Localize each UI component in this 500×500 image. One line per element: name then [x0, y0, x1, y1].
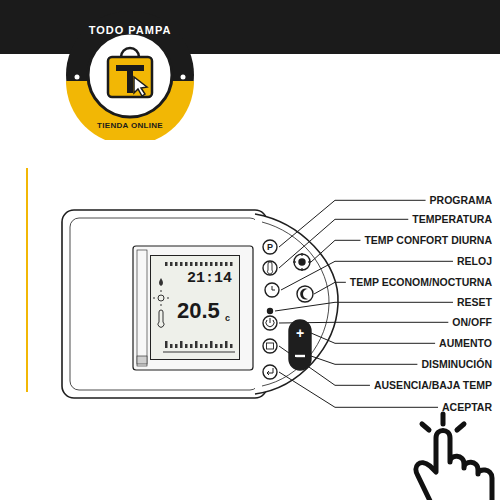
clock-readout: 21:14: [187, 271, 232, 286]
hand-cursor: [416, 414, 492, 500]
callout-label: TEMP ECONOM/NOCTURNA: [350, 276, 492, 289]
callout-label: AUSENCIA/BAJA TEMP: [374, 379, 492, 392]
button-symbol: +: [285, 325, 315, 342]
button-symbol: P: [255, 242, 285, 253]
callout-label: RESET: [457, 296, 492, 309]
thermostat-housing: [62, 210, 338, 398]
temperature-unit: c: [225, 314, 230, 323]
leader-line: [275, 302, 453, 311]
callout-label: TEMP CONFORT DIURNA: [364, 234, 492, 247]
leader-line: [279, 346, 370, 385]
lcd-screen: 21:14 20.5 c: [150, 255, 240, 360]
brand-name: TODO PAMPA: [89, 24, 172, 36]
leader-line: [311, 240, 360, 262]
callout-label: AUMENTO: [439, 337, 492, 350]
leader-line: [311, 356, 417, 364]
logo-badge: TODO PAMPA TIENDA ONLINE: [65, 10, 195, 140]
callout-label: TEMPERATURA: [412, 213, 492, 226]
leader-line: [314, 282, 346, 294]
callout-label: ON/OFF: [452, 316, 492, 329]
leader-line: [279, 322, 448, 324]
callout-label: PROGRAMA: [430, 194, 492, 207]
callout-label: RELOJ: [457, 255, 492, 268]
callout-label: ACEPTAR: [442, 401, 492, 414]
brand-tagline: TIENDA ONLINE: [97, 121, 163, 130]
callout-label: DISMINUCIÓN: [421, 358, 492, 371]
leader-line: [311, 333, 435, 343]
accent-line: [26, 168, 28, 392]
temperature-readout: 20.5: [177, 300, 220, 322]
